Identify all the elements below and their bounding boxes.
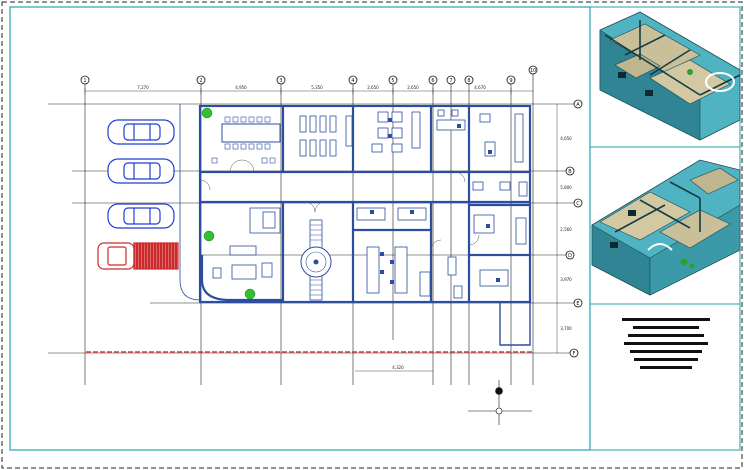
3d-view-top [599,11,741,141]
curved-lounge-wall [200,255,283,302]
grid-bubble-2 [196,75,206,85]
dim-right-4: 3,970 [560,277,572,282]
workstations-top [371,109,466,153]
title-bar-7 [640,366,692,369]
lounge-furniture [212,207,281,280]
building-walls [198,104,532,304]
car-3 [107,203,175,229]
dim-right-1: 4,650 [560,136,572,141]
dim-right-5: 3,700 [560,326,572,331]
grid-label-b: B [568,169,572,175]
grid-label-c: C [576,201,580,207]
grid-bubble-8 [464,75,474,85]
grid-label-8: 8 [467,78,470,84]
plants [201,107,256,300]
circular-stair [300,219,332,301]
grid-label-9: 9 [509,78,512,84]
grid-bubble-10 [528,65,538,75]
grid-bubble-6 [428,75,438,85]
3d-view-bottom [591,159,741,296]
training-room-chairs [299,115,353,157]
dim-top-4: 2,650 [367,85,379,90]
grid-label-10: 10 [530,68,536,74]
annex-wall [499,302,531,346]
dim-right-3: 2,560 [560,227,572,232]
grid-label-5: 5 [391,78,394,84]
plant-2 [203,230,215,242]
grid-label-e: E [576,301,579,307]
dim-top-3: 5,350 [311,85,323,90]
title-bar-4 [624,342,708,345]
grid-bubble-labels-right: A B C D E F [568,102,580,357]
grid-label-4: 4 [351,78,354,84]
parking-curb [179,104,201,301]
dim-top-5: 2,650 [407,85,419,90]
grid-label-1: 1 [83,78,86,84]
manager-office [472,113,528,197]
grid-bubble-1 [80,75,90,85]
title-block-frame [589,303,741,451]
grid-label-a: A [576,102,580,108]
parking [97,119,179,270]
title-bar-6 [634,358,698,361]
grid-label-6: 6 [431,78,434,84]
car-2 [107,158,175,184]
dim-top-1: 7,270 [137,85,149,90]
plan-frame [9,6,591,451]
conference-room [211,116,281,164]
grid-bubble-9 [506,75,516,85]
plant-1 [201,107,213,119]
title-bar-3 [628,334,704,337]
grid-bubbles-right [565,99,583,358]
dim-right-2: 5,800 [560,185,572,190]
dimension-chain-top [84,88,533,94]
open-office-desks [356,207,527,299]
grid-bubble-3 [276,75,286,85]
grid-bubble-5 [388,75,398,85]
pickup-truck [97,242,179,270]
grid-label-f: F [573,351,576,357]
title-bar-1 [622,318,710,321]
dim-bottom: 4,320 [392,365,404,370]
grid-label-7: 7 [449,78,452,84]
car-1 [107,119,175,145]
door-swings [199,159,480,251]
grid-label-d: D [568,253,572,259]
grid-bubbles-top [80,65,538,85]
grid-label-3: 3 [279,78,282,84]
title-block [622,318,710,369]
dim-top-6: 4,670 [474,85,486,90]
section-marker [468,380,532,425]
plant-3 [244,288,256,300]
desk-chairs [370,118,500,284]
grid-label-2: 2 [199,78,202,84]
grid-bubble-7 [446,75,456,85]
grid-bubble-labels-top: 1 2 3 4 5 6 7 8 9 10 [83,68,536,84]
title-bar-2 [633,326,699,329]
dim-top-2: 4,950 [235,85,247,90]
grid-bubble-4 [348,75,358,85]
title-bar-5 [630,350,702,353]
